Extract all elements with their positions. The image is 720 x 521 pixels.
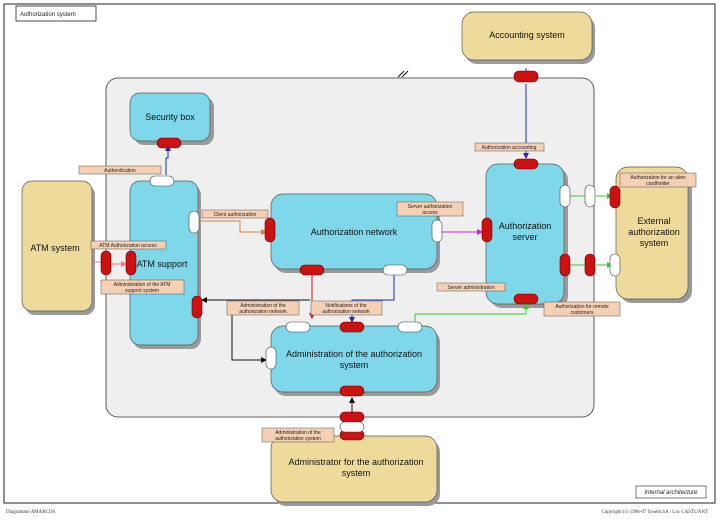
label-server-administration xyxy=(436,282,506,292)
boundary-tick xyxy=(397,70,409,78)
port-server-left xyxy=(481,217,493,243)
port-admin-top xyxy=(339,321,365,333)
label-admin-atm-support-text-1: Administration of the ATM xyxy=(114,282,171,288)
link-admin-network xyxy=(231,300,267,363)
port-atm-right xyxy=(125,250,137,276)
administration-box xyxy=(270,325,438,393)
footer-left: Diagramme AMARCOS xyxy=(6,510,56,515)
port-accounting xyxy=(513,70,539,83)
authorization-server-label-1: Authorization xyxy=(499,221,552,231)
label-server-administration-text: Server administration xyxy=(447,285,494,291)
label-authorization-accounting-text: Authorization accounting xyxy=(482,145,537,151)
label-admin-atm-support xyxy=(100,279,185,295)
label-authorization-remote-text-1: Authorization for remote xyxy=(555,304,609,310)
port-administrator-mid xyxy=(339,421,365,433)
external-authorization-label-2: authorization xyxy=(628,227,680,237)
port-atm-bottom xyxy=(191,295,203,319)
link-client-authorization xyxy=(199,220,267,235)
label-client-authorization xyxy=(201,209,269,219)
port-atm-upper-right xyxy=(188,210,200,234)
administration-label-1: Administration of the authorization xyxy=(286,349,422,359)
label-notifications-text-2: authorization network xyxy=(322,309,370,315)
label-atm-access xyxy=(90,240,167,250)
port-admin-top-left xyxy=(285,321,311,333)
label-notifications xyxy=(310,300,383,316)
port-ext-upper xyxy=(584,184,596,208)
administrator-label-2: system xyxy=(342,468,371,478)
port-administrator-top xyxy=(339,411,365,423)
label-admin-network-text-1: Administration of the xyxy=(240,303,286,309)
label-authentication-text: Authentication xyxy=(104,168,136,174)
port-atm-top xyxy=(149,175,175,187)
port-ext-lower xyxy=(609,253,621,277)
label-authorization-alien xyxy=(619,172,697,188)
authorization-server-label-2: server xyxy=(512,232,537,242)
accounting-system-box xyxy=(461,11,593,61)
label-client-authorization-text: Client authorization xyxy=(214,212,257,218)
port-network-right xyxy=(431,219,443,243)
port-atm-left xyxy=(100,250,112,276)
label-admin-system-text-2: authorization system xyxy=(275,436,321,442)
label-authorization-alien-text-2: cardholder xyxy=(646,181,670,187)
corner-label-box xyxy=(635,485,707,499)
label-authorization-alien-text-1: Authorization for an alien xyxy=(630,175,686,181)
link-atm-access xyxy=(93,262,126,264)
port-server-bottom xyxy=(513,293,539,305)
administration-label-2: system xyxy=(340,360,369,370)
port-server-top xyxy=(513,158,539,170)
port-server-right xyxy=(559,253,571,277)
authorization-network-label: Authorization network xyxy=(311,227,398,237)
label-authorization-remote xyxy=(543,301,621,317)
label-admin-system-text-1: Administration of the xyxy=(275,430,321,436)
label-server-access-text-2: access xyxy=(422,210,438,216)
link-authentication xyxy=(165,145,171,175)
link-server-admin xyxy=(414,303,529,326)
label-authentication xyxy=(78,165,162,175)
label-admin-network-text-2: authorization network xyxy=(239,309,287,315)
label-admin-atm-support-text-2: support system xyxy=(125,288,159,294)
port-network-bottom-right xyxy=(382,264,408,276)
port-admin-top-right xyxy=(397,321,423,333)
security-box-label: Security box xyxy=(145,112,195,122)
title-box xyxy=(15,5,97,22)
diagram-title: Authorization system xyxy=(20,12,76,18)
external-authorization-label-3: system xyxy=(640,238,669,248)
port-server-upper-right xyxy=(559,184,571,208)
label-authorization-remote-text-2: customers xyxy=(570,310,594,316)
port-ext-mid xyxy=(584,253,596,277)
port-admin-left xyxy=(265,346,277,370)
label-admin-system xyxy=(261,427,335,443)
administrator-label-1: Administrator for the authorization xyxy=(288,457,423,467)
port-network-left xyxy=(264,217,276,243)
port-admin-bottom xyxy=(339,385,365,397)
external-authorization-label-1: External xyxy=(637,216,670,226)
port-ext-top xyxy=(609,185,621,209)
label-admin-network xyxy=(226,300,300,316)
label-server-access xyxy=(396,201,464,217)
corner-label: Internal architecture xyxy=(644,490,698,496)
atm-system-label: ATM system xyxy=(30,243,79,253)
port-security xyxy=(156,137,182,149)
label-atm-access-text: ATM Authorization access xyxy=(99,243,157,249)
accounting-system-label: Accounting system xyxy=(489,30,565,40)
footer-right: Copyright (c) 1996-07 Syseth SA / Luc CA… xyxy=(601,510,708,515)
port-network-bottom xyxy=(299,264,325,276)
label-server-access-text-1: Server authorization xyxy=(408,204,453,210)
label-notifications-text-1: Notifications of the xyxy=(325,303,366,309)
label-authorization-accounting xyxy=(474,142,545,152)
atm-support-label: ATM support xyxy=(137,259,188,269)
external-authorization-box xyxy=(615,166,689,300)
